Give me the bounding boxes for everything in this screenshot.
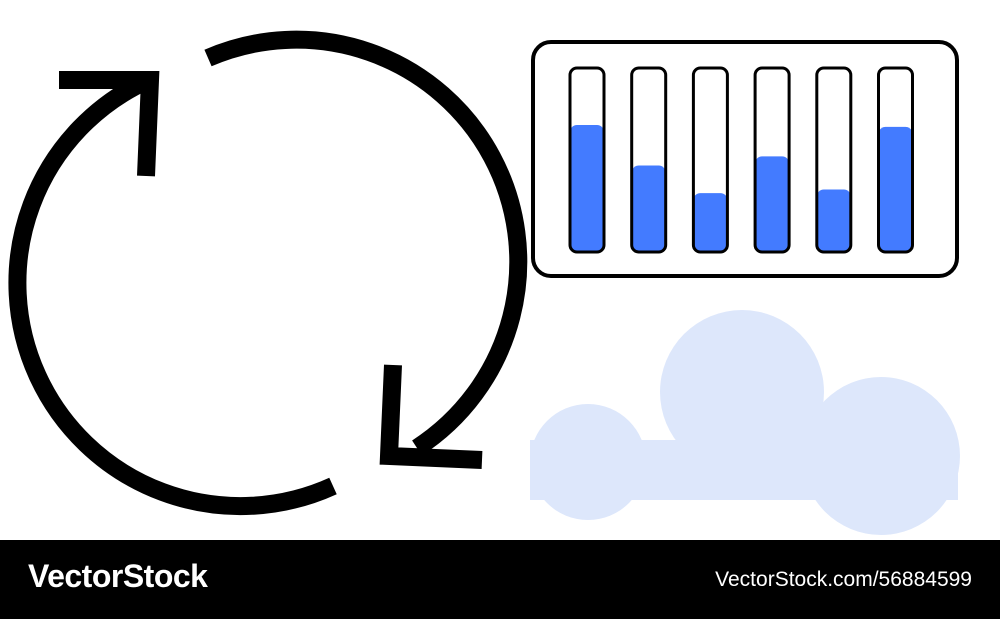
meter-tube xyxy=(568,66,606,254)
meter-6 xyxy=(877,66,914,254)
meter-tube xyxy=(753,66,791,254)
meter-fill xyxy=(878,126,913,252)
arrowhead-top-left xyxy=(59,71,160,177)
cloud-icon xyxy=(530,310,960,535)
meter-fill xyxy=(570,125,604,252)
stock-id-text: VectorStock.com/56884599 xyxy=(715,568,972,591)
meter-3 xyxy=(691,66,729,254)
footer-bar: VectorStock VectorStock.com/56884599 xyxy=(0,540,1000,619)
meter-1 xyxy=(568,66,606,254)
arrowhead-bottom-right xyxy=(379,364,483,469)
meter-fill xyxy=(631,165,666,252)
meter-5 xyxy=(815,66,853,254)
meter-2 xyxy=(630,66,668,254)
upper-arc xyxy=(204,30,528,456)
meter-tube xyxy=(630,66,668,254)
illustration xyxy=(8,30,960,535)
meter-tube xyxy=(691,66,729,254)
lower-arc xyxy=(8,71,337,516)
meter-tube xyxy=(815,66,853,254)
meter-fill xyxy=(816,189,851,252)
meter-4 xyxy=(753,66,791,254)
refresh-cycle-icon xyxy=(8,30,528,516)
meter-fill xyxy=(693,193,728,252)
meter-tube xyxy=(877,66,914,254)
level-meters-icon xyxy=(531,40,959,278)
meter-fill xyxy=(755,156,790,252)
brand-logo-text: VectorStock xyxy=(28,558,208,594)
